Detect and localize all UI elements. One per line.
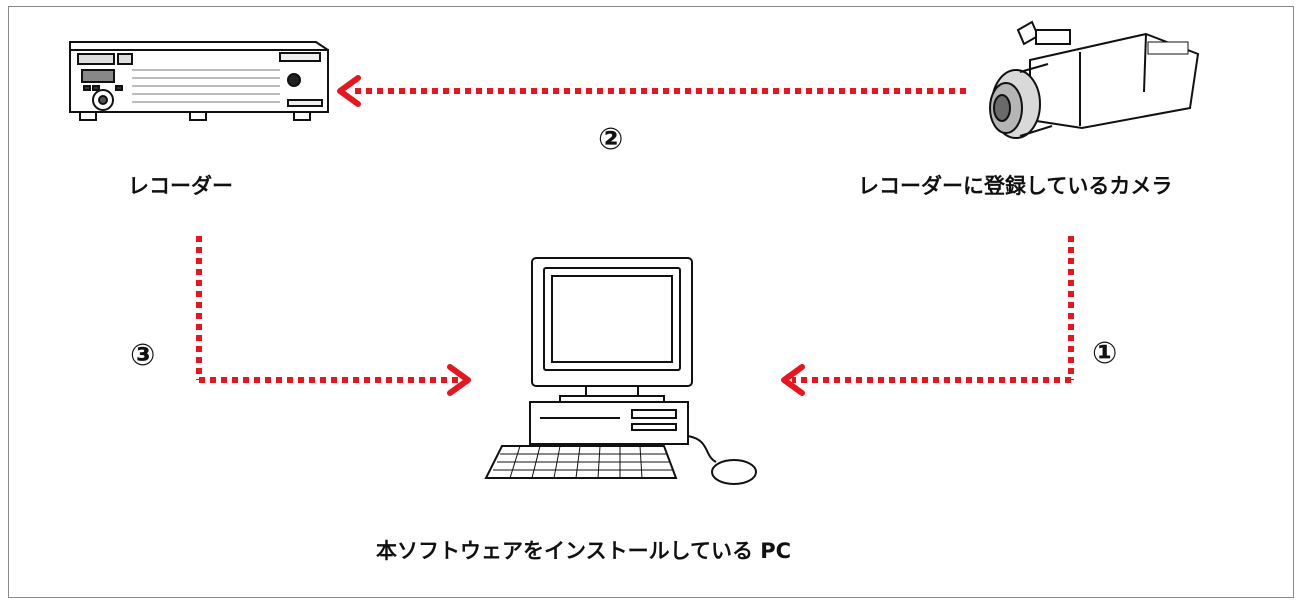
recorder-label: レコーダー xyxy=(128,174,233,198)
pc-label: 本ソフトウェアをインストールしている PC xyxy=(376,539,792,563)
arrows xyxy=(196,75,1074,396)
camera-icon xyxy=(989,20,1200,139)
computer-icon xyxy=(484,257,757,485)
camera-label: レコーダーに登録しているカメラ xyxy=(858,174,1173,198)
step-1-number: ① xyxy=(1092,336,1118,371)
arrow-3-head xyxy=(447,364,471,396)
recorder-icon xyxy=(69,41,329,121)
step-3-number: ③ xyxy=(130,338,156,373)
arrow-1-head xyxy=(781,364,805,396)
step-2-number: ② xyxy=(598,122,624,157)
arrow-2-head xyxy=(337,75,361,107)
